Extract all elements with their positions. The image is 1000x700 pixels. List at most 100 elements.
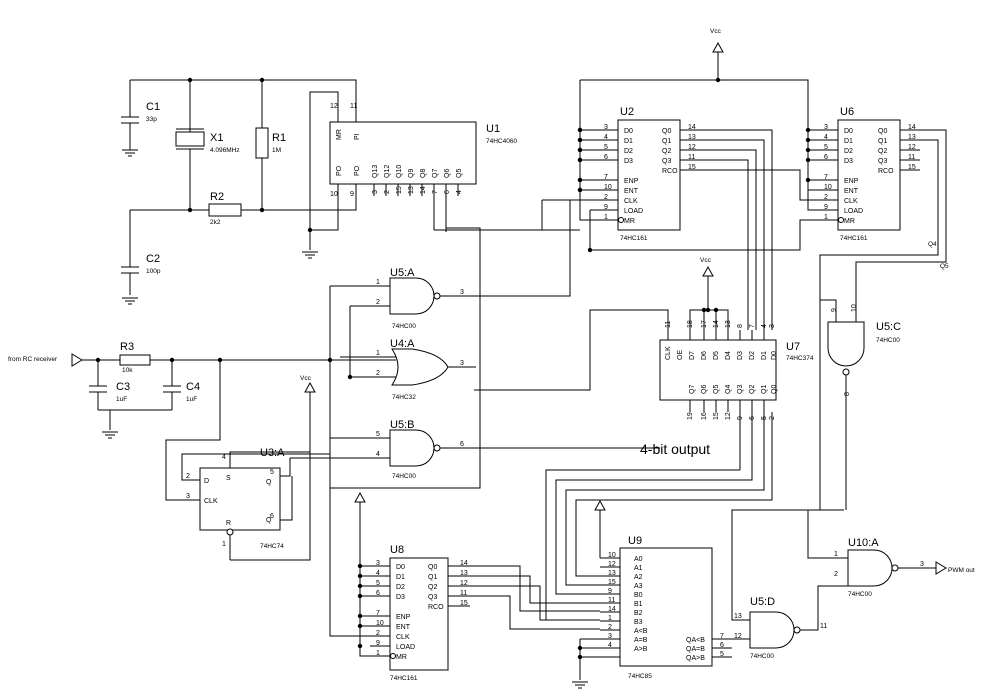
pin-label: RCO	[878, 168, 894, 175]
c4-value: 1uF	[186, 396, 197, 403]
r2-ref: R2	[210, 191, 224, 203]
u6-type: 74HC161	[840, 235, 868, 242]
pin-number: 4	[608, 642, 612, 649]
vcc-arrow-icon	[304, 381, 316, 393]
resistor-r1-body	[255, 127, 269, 159]
pin-number: 11	[820, 623, 827, 630]
junction-dot	[577, 137, 583, 143]
u2-vcc-wire	[579, 80, 598, 221]
component-bodies	[71, 41, 947, 671]
u9-ref: U9	[628, 535, 642, 547]
pin-number: 3	[608, 633, 612, 640]
c2-ref: C2	[146, 253, 160, 265]
junction-dot	[217, 357, 223, 363]
pin-label: R	[226, 520, 231, 527]
u8-q3	[470, 595, 600, 630]
gate-u10a-body	[847, 549, 893, 587]
pin-label: A1	[634, 565, 643, 572]
pin-number: 1	[376, 650, 380, 657]
junction-dot	[327, 357, 333, 363]
vcc-arrow-icon	[702, 265, 714, 277]
pin-number: 3	[460, 360, 464, 367]
junction-dot	[701, 307, 707, 313]
ic-u3a-body	[199, 467, 281, 531]
vcc-arrow-icon	[354, 491, 366, 503]
pin-number: 7	[824, 174, 828, 181]
pin-label: Q2	[749, 385, 756, 394]
pin-label: Q7	[432, 169, 439, 178]
pin-number: 9	[604, 204, 608, 211]
pin-label: D1	[844, 138, 853, 145]
ic-u8-body	[389, 557, 449, 671]
pin-number: 1	[222, 541, 226, 548]
u4a-ref: U4:A	[390, 338, 415, 350]
pin-label: ENP	[624, 178, 639, 185]
pin-label: A>B	[634, 646, 648, 653]
pin-label: Q2	[662, 148, 671, 155]
pin-label: Q1	[878, 138, 887, 145]
junction-dot	[577, 187, 583, 193]
pin-number: 4	[456, 190, 463, 194]
inversion-bubble	[838, 217, 844, 223]
u3a-ref: U3:A	[260, 447, 285, 459]
pin-label: A3	[634, 583, 643, 590]
u5d-type: 74HC00	[750, 653, 774, 660]
pin-number: 4	[222, 454, 226, 461]
pin-number: 12	[460, 580, 468, 587]
pin-number: 12	[608, 561, 616, 568]
pin-label: MR	[844, 218, 855, 225]
junction-dot	[307, 227, 313, 233]
junction-dot	[805, 137, 811, 143]
pin-label: CLK	[396, 634, 410, 641]
gate-u5b-body	[389, 429, 435, 467]
pin-label: D0	[844, 128, 853, 135]
pin-number: 15	[908, 164, 916, 171]
pin-number: 5	[720, 651, 724, 658]
or-gate-u4a-body	[391, 348, 449, 386]
u10a-ref: U10:A	[848, 537, 879, 549]
pin-label: MR	[396, 654, 407, 661]
q4-wire	[855, 129, 947, 310]
rc-clk-to-u3	[165, 360, 221, 501]
pin-number: 13	[908, 134, 916, 141]
c1-ref: C1	[146, 101, 160, 113]
pin-label: D0	[396, 564, 405, 571]
u2-q0	[700, 129, 773, 330]
u10a-in1	[807, 509, 848, 559]
junction-dot	[259, 207, 265, 213]
pin-label: PI	[354, 133, 361, 140]
u7-q1-wire	[565, 412, 765, 586]
pin-number: 3	[376, 560, 380, 567]
inversion-bubble	[793, 626, 801, 634]
pin-label: D	[204, 478, 209, 485]
pin-number: 13	[608, 570, 616, 577]
u6-load	[807, 190, 818, 211]
crystal-x1-body	[175, 131, 205, 147]
r3-value: 10k	[122, 367, 133, 374]
junction-dot	[169, 357, 175, 363]
ic-u9-body	[619, 547, 713, 667]
pin-label: Q0	[771, 385, 778, 394]
u5c-ref: U5:C	[876, 321, 901, 333]
pin-label: D5	[713, 351, 720, 360]
junction-dot	[713, 307, 719, 313]
pin-label: Q9	[408, 169, 415, 178]
inversion-bubble	[390, 653, 396, 659]
pin-label: OE	[677, 350, 684, 360]
pin-label: Q0	[662, 128, 671, 135]
u3a-type: 74HC74	[260, 543, 284, 550]
pin-label: Q6	[444, 169, 451, 178]
pin-number: 1	[604, 214, 608, 221]
pin-number: 2	[384, 190, 391, 194]
u7-type: 74HC374	[786, 355, 814, 362]
pin-label: Q12	[384, 165, 391, 178]
pin-number: 13	[725, 320, 732, 328]
pin-number: 10	[604, 184, 612, 191]
resistor-r3-body	[119, 354, 151, 366]
u3-qbar	[280, 476, 293, 521]
junction-dot	[577, 177, 583, 183]
u5a-ref: U5:A	[390, 267, 415, 279]
ic-u2-body	[617, 119, 681, 231]
c3-value: 1uF	[116, 396, 127, 403]
